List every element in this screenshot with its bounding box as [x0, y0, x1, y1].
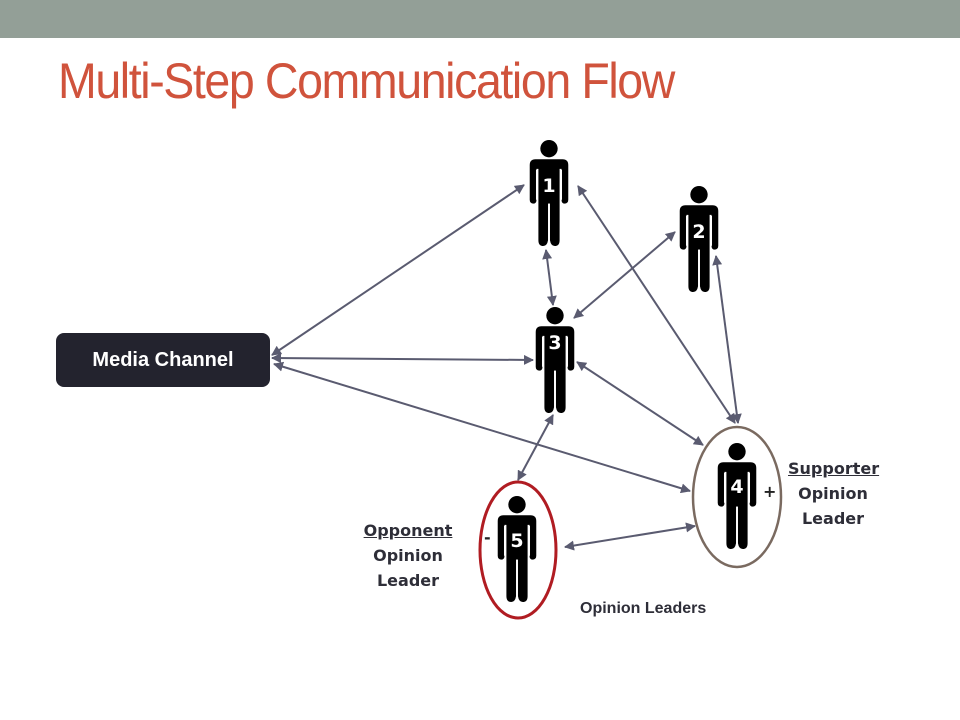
- person-4: 4: [716, 443, 758, 549]
- opponent-label: Opponent Opinion Leader: [360, 518, 456, 593]
- person-number: 2: [692, 221, 705, 243]
- supporter-label: Supporter Opinion Leader: [788, 456, 880, 531]
- edge-3-5: [517, 414, 554, 481]
- supporter-label-line1: Supporter: [788, 459, 880, 478]
- edge-media-3: [271, 353, 534, 365]
- edge-media-4: [273, 361, 691, 494]
- opponent-label-line2: Opinion: [373, 546, 443, 565]
- person-3: 3: [534, 307, 576, 413]
- supporter-label-line2: Opinion: [798, 484, 868, 503]
- person-number: 3: [548, 332, 561, 354]
- edge-3-4: [576, 361, 704, 446]
- opponent-label-line1: Opponent: [363, 521, 453, 540]
- opponent-label-line3: Leader: [376, 571, 440, 590]
- edge-3-2: [573, 231, 676, 319]
- opinion-leaders-label: Opinion Leaders: [580, 600, 707, 617]
- media-channel-box: Media Channel: [56, 333, 270, 387]
- media-channel-label: Media Channel: [92, 348, 234, 371]
- edge-2-4: [712, 255, 742, 424]
- top-banner: [0, 0, 960, 38]
- person-number: 5: [510, 530, 523, 552]
- slide-title: Multi-Step Communication Flow: [58, 53, 675, 109]
- edge-5-4: [564, 522, 696, 551]
- edge-media-1: [271, 184, 525, 356]
- edge-1-4: [577, 185, 736, 424]
- person-icon: [534, 307, 576, 413]
- supporter-label-line3: Leader: [801, 509, 865, 528]
- person-5: 5: [496, 496, 538, 602]
- opponent-sign: -: [484, 528, 491, 547]
- supporter-sign: +: [763, 482, 777, 501]
- supporter-ring: [691, 425, 783, 569]
- person-number: 1: [542, 175, 555, 197]
- edge-1-3: [542, 249, 557, 306]
- person-2: 2: [678, 186, 720, 292]
- person-1: 1: [528, 140, 570, 246]
- person-number: 4: [730, 476, 743, 498]
